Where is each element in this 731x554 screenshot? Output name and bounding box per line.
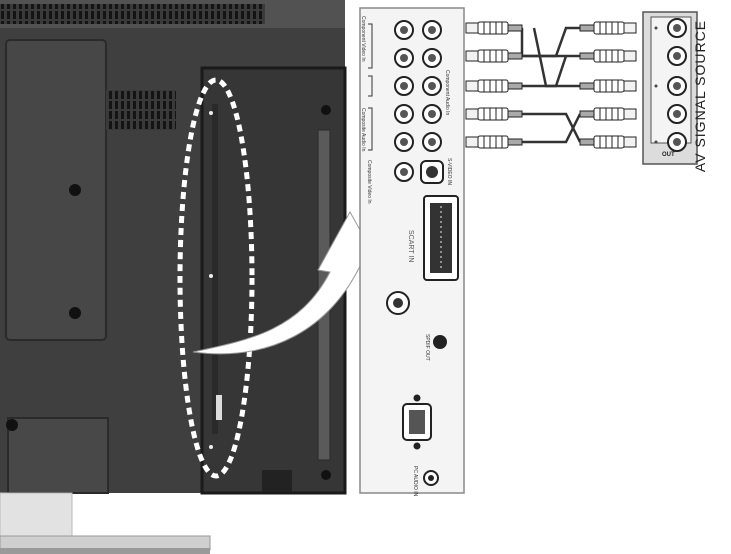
rca-plug xyxy=(579,138,595,146)
rca-plug xyxy=(465,108,479,120)
scart-label: SCART IN xyxy=(407,230,414,263)
rca-plug xyxy=(579,52,595,60)
scart-connector xyxy=(423,195,459,281)
av-signal-source-label: AV SIGNAL SOURCE xyxy=(692,19,708,173)
upper-plate xyxy=(5,39,107,341)
rca-plug xyxy=(465,136,479,148)
rca-plugs-tv-side xyxy=(465,21,523,149)
rca-plug xyxy=(579,82,595,90)
rca-plug xyxy=(579,110,595,118)
pc-audio-label: PC AUDIO IN xyxy=(412,466,418,497)
av-source-device xyxy=(642,11,698,165)
composite-video-label: Composite Video In xyxy=(366,160,372,204)
spdif-label: SPDIF OUT xyxy=(424,334,430,361)
tv-stand xyxy=(0,492,211,554)
out-label: OUT xyxy=(662,152,675,158)
vga-port xyxy=(402,394,432,450)
rca-plugs-source-side xyxy=(579,21,637,149)
tv-connector-panel xyxy=(359,7,465,494)
rca-plug xyxy=(465,50,479,62)
component-video-label: Component Video In xyxy=(360,16,366,62)
highlight-ellipse xyxy=(177,77,255,479)
rca-plug xyxy=(465,80,479,92)
rca-plug xyxy=(465,22,479,34)
spdif-jack xyxy=(433,335,447,349)
clip xyxy=(262,470,292,492)
cable-bundle xyxy=(520,26,582,144)
rca-plug xyxy=(579,24,595,32)
tv-back xyxy=(0,0,347,495)
top-grill xyxy=(0,4,265,24)
antenna-jack xyxy=(386,291,410,315)
jack-matrix xyxy=(394,20,444,184)
lower-plate xyxy=(7,417,109,494)
s-video-label: S-VIDEO IN xyxy=(446,158,452,185)
component-audio-label: Component Audio In xyxy=(444,70,450,116)
side-grill xyxy=(106,90,176,130)
composite-audio-label: Composite Audio In xyxy=(360,108,366,152)
